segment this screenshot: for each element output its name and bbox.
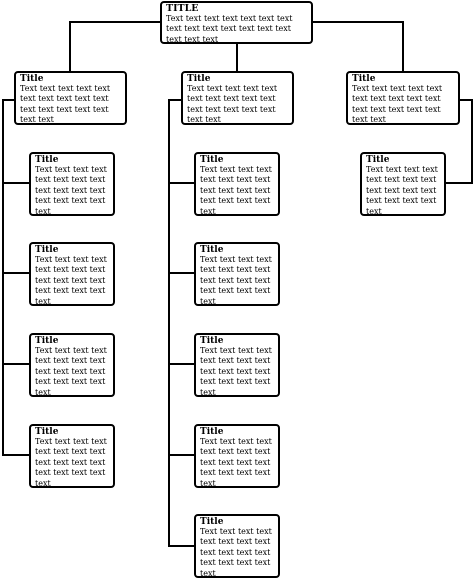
node-title: Title bbox=[35, 336, 59, 346]
column-1-child-4: Title Text text text text text text text… bbox=[29, 424, 115, 488]
node-body: Text text text text text text text text … bbox=[200, 437, 272, 488]
column-2-child-2: Title Text text text text text text text… bbox=[194, 242, 280, 306]
node-title: Title bbox=[35, 155, 59, 165]
node-body: Text text text text text text text text … bbox=[200, 346, 272, 397]
connector-col1-spine bbox=[2, 99, 29, 456]
node-body: Text text text text text text text text … bbox=[35, 437, 107, 488]
node-body: Text text text text text text text text … bbox=[35, 346, 107, 397]
column-1-head: Title Text text text text text text text… bbox=[14, 71, 127, 125]
column-2-child-4: Title Text text text text text text text… bbox=[194, 424, 280, 488]
node-body: Text text text text text text text text … bbox=[200, 255, 272, 306]
column-1-child-2: Title Text text text text text text text… bbox=[29, 242, 115, 306]
column-2-child-1: Title Text text text text text text text… bbox=[194, 152, 280, 216]
root-title: TITLE bbox=[166, 3, 199, 14]
node-body: Text text text text text text text text … bbox=[35, 165, 107, 216]
node-title: Title bbox=[35, 245, 59, 255]
node-title: Title bbox=[187, 74, 211, 84]
node-title: Title bbox=[366, 155, 390, 165]
node-title: Title bbox=[200, 245, 224, 255]
column-1-child-1: Title Text text text text text text text… bbox=[29, 152, 115, 216]
root-body: Text text text text text text text text … bbox=[166, 14, 293, 44]
node-title: Title bbox=[352, 74, 376, 84]
column-3-child-1: Title Text text text text text text text… bbox=[360, 152, 446, 216]
node-title: Title bbox=[200, 155, 224, 165]
node-title: Title bbox=[20, 74, 44, 84]
node-title: Title bbox=[200, 427, 224, 437]
column-3-head: Title Text text text text text text text… bbox=[346, 71, 460, 125]
connector-root-to-heads bbox=[69, 21, 404, 72]
root-node: TITLE Text text text text text text text… bbox=[160, 1, 313, 44]
node-body: Text text text text text text text text … bbox=[366, 165, 438, 216]
node-body: Text text text text text text text text … bbox=[187, 84, 278, 125]
connector-col3-spine bbox=[446, 99, 473, 184]
node-body: Text text text text text text text text … bbox=[20, 84, 111, 125]
column-1-child-3: Title Text text text text text text text… bbox=[29, 333, 115, 397]
node-body: Text text text text text text text text … bbox=[200, 165, 272, 216]
node-body: Text text text text text text text text … bbox=[35, 255, 107, 306]
node-body: Text text text text text text text text … bbox=[200, 527, 272, 578]
column-2-child-5: Title Text text text text text text text… bbox=[194, 514, 280, 578]
connector-col2-spine bbox=[168, 99, 194, 547]
node-title: Title bbox=[35, 427, 59, 437]
node-body: Text text text text text text text text … bbox=[352, 84, 443, 125]
node-title: Title bbox=[200, 336, 224, 346]
column-2-head: Title Text text text text text text text… bbox=[181, 71, 294, 125]
column-2-child-3: Title Text text text text text text text… bbox=[194, 333, 280, 397]
node-title: Title bbox=[200, 517, 224, 527]
